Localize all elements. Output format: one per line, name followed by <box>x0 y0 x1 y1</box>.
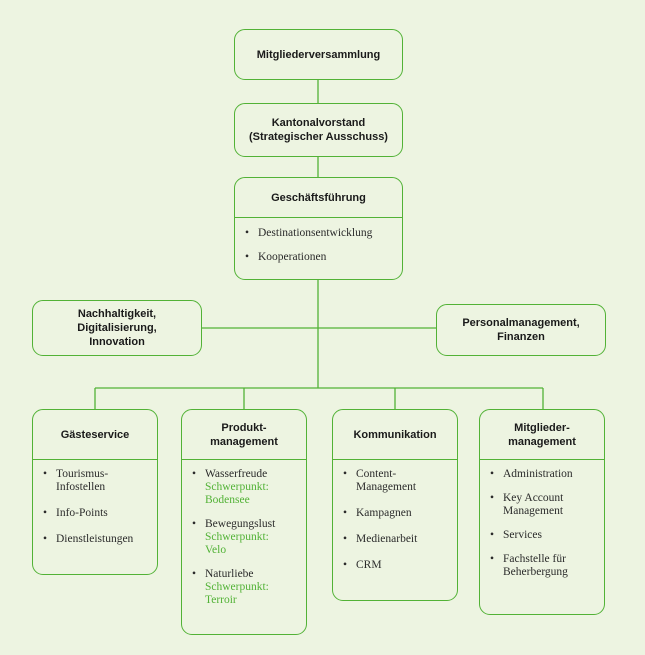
list-item: Medienarbeit <box>343 533 451 546</box>
list-item-label: Info-Points <box>56 507 108 519</box>
box-mitgliederversammlung: Mitgliederversammlung <box>234 29 403 80</box>
list-item-focus: Schwerpunkt: Bodensee <box>205 481 269 506</box>
list-item: Administration <box>490 468 598 481</box>
list-item-label: Fachstelle für Beherbergung <box>503 553 568 578</box>
box-title: Gästeservice <box>60 428 130 441</box>
box-title: Nachhaltigkeit, Digitalisierung, Innovat… <box>77 308 157 348</box>
box-title: Kantonalvorstand (Strategischer Ausschus… <box>249 117 388 143</box>
box-title: Produkt- management <box>210 421 278 448</box>
list-item: Info-Points <box>43 507 151 520</box>
list-item-focus: Schwerpunkt: Velo <box>205 531 269 556</box>
list-item-label: Bewegungslust <box>205 518 276 530</box>
list-item-label: Dienstleistungen <box>56 533 134 545</box>
box-header: Mitglieder- management <box>480 410 604 460</box>
list-item-label: Tourismus- Infostellen <box>56 468 109 493</box>
list-item: Dienstleistungen <box>43 533 151 546</box>
list-item-label: Content- Management <box>356 468 417 493</box>
box-header: Geschäftsführung <box>235 178 402 218</box>
box-personal: Personalmanagement, Finanzen <box>436 304 606 356</box>
list-item: Fachstelle für Beherbergung <box>490 553 598 579</box>
box-title: Personalmanagement, Finanzen <box>462 317 580 343</box>
list-item: Kampagnen <box>343 507 451 520</box>
list-item: Services <box>490 529 598 542</box>
box-nachhaltigkeit: Nachhaltigkeit, Digitalisierung, Innovat… <box>32 300 202 356</box>
list-item: Kooperationen <box>245 251 396 264</box>
list-item-label: Services <box>503 529 542 541</box>
box-header: Kommunikation <box>333 410 457 460</box>
box-title: Mitgliederversammlung <box>256 48 381 61</box>
item-list: Content- ManagementKampagnenMedienarbeit… <box>343 468 451 572</box>
dept-gaesteservice: GästeserviceTourismus- InfostellenInfo-P… <box>32 409 158 575</box>
list-item-label: Kampagnen <box>356 507 412 519</box>
box-title: Kommunikation <box>353 428 437 441</box>
dept-mitgliedermanagement: Mitglieder- managementAdministrationKey … <box>479 409 605 615</box>
item-list: Destinationsentwicklung Kooperationen <box>245 227 396 264</box>
list-item-label: Medienarbeit <box>356 533 418 545</box>
list-item: Key Account Management <box>490 492 598 518</box>
list-item-focus: Schwerpunkt: Terroir <box>205 581 269 606</box>
item-list: AdministrationKey Account ManagementServ… <box>490 468 598 579</box>
list-item-label: Administration <box>503 468 573 480</box>
list-item: Tourismus- Infostellen <box>43 468 151 494</box>
item-list: Tourismus- InfostellenInfo-PointsDienstl… <box>43 468 151 546</box>
box-header: Produkt- management <box>182 410 306 460</box>
box-title: Mitglieder- management <box>508 421 576 448</box>
box-geschaeftsfuehrung: Geschäftsführung Destinationsentwicklung… <box>234 177 403 280</box>
dept-kommunikation: KommunikationContent- ManagementKampagne… <box>332 409 458 601</box>
list-item-label: Key Account Management <box>503 492 564 517</box>
list-item-label: Wasserfreude <box>205 468 268 480</box>
list-item-label: CRM <box>356 559 382 571</box>
list-item-label: Naturliebe <box>205 568 254 580</box>
box-kantonalvorstand: Kantonalvorstand (Strategischer Ausschus… <box>234 103 403 157</box>
box-header: Gästeservice <box>33 410 157 460</box>
list-item: CRM <box>343 559 451 572</box>
list-item: Destinationsentwicklung <box>245 227 396 240</box>
box-title: Geschäftsführung <box>271 191 366 204</box>
list-item: Content- Management <box>343 468 451 494</box>
dept-produktmanagement: Produkt- managementWasserfreudeSchwerpun… <box>181 409 307 635</box>
